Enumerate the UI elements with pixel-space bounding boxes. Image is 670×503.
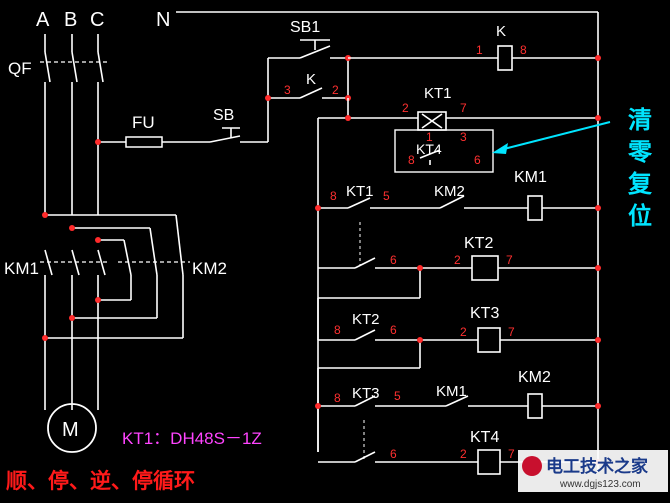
- kt4-terminal-2: 2: [460, 447, 467, 461]
- rung4-terminal-8: 8: [334, 391, 341, 405]
- sb-label: SB: [213, 107, 234, 124]
- kt1-coil: [394, 111, 494, 173]
- terminal-8: 8: [520, 43, 527, 57]
- kt2-terminal-7: 7: [506, 253, 513, 267]
- footer-caption: 顺、停、逆、停循环: [6, 469, 195, 493]
- km1-rung: [315, 195, 601, 221]
- k-coil-rung: [348, 45, 601, 71]
- km1-interlock-label: KM1: [436, 383, 467, 400]
- km2-coil-label: KM2: [518, 369, 551, 386]
- annotation-char-2: 零: [627, 138, 653, 166]
- rung5-terminal-6: 6: [390, 447, 397, 461]
- km1-coil-label: KM1: [514, 169, 547, 186]
- annotation-char-3: 复: [627, 170, 653, 198]
- rung4-terminal-5: 5: [394, 389, 401, 403]
- k-contact-label: K: [306, 71, 316, 88]
- terminal-1: 1: [476, 43, 483, 57]
- kt2-terminal-2: 2: [454, 253, 461, 267]
- phase-b-label: B: [64, 9, 77, 31]
- motor-label: M: [62, 419, 79, 441]
- kt3-contact-label: KT3: [352, 385, 380, 402]
- kt1-coil-label: KT1: [424, 85, 452, 102]
- rung3-terminal-8: 8: [334, 323, 341, 337]
- kt1-terminal-7: 7: [460, 101, 467, 115]
- k-coil-label: K: [496, 23, 506, 40]
- kt1-terminal-3: 3: [460, 130, 467, 144]
- fu-label: FU: [132, 113, 155, 132]
- terminal-2: 2: [332, 83, 339, 97]
- kt2-contact-label: KT2: [352, 311, 380, 328]
- qf-label: QF: [8, 59, 32, 78]
- terminal-3: 3: [284, 83, 291, 97]
- annotation-char-4: 位: [628, 202, 652, 230]
- kt4-coil-label: KT4: [470, 429, 499, 446]
- watermark-url: www.dgjs123.com: [559, 479, 641, 490]
- kt3-rung: [317, 298, 601, 369]
- kt3-terminal-7: 7: [508, 325, 515, 339]
- kt1-contact-label: KT1: [346, 183, 374, 200]
- km2-interlock-label: KM2: [434, 183, 465, 200]
- kt4-terminal-7: 7: [508, 447, 515, 461]
- kt4-reset-label: KT4: [416, 141, 442, 157]
- kt2-rung: [318, 222, 601, 299]
- rung1-terminal-8: 8: [330, 189, 337, 203]
- neutral-line: [176, 11, 599, 472]
- annotation-char-1: 清: [628, 106, 652, 134]
- kt3-terminal-2: 2: [460, 325, 467, 339]
- kt4-terminal-6: 6: [474, 153, 481, 167]
- kt2-coil-label: KT2: [464, 235, 493, 252]
- fuse-fu: [95, 136, 210, 148]
- kt4-terminal-8: 8: [408, 153, 415, 167]
- rung3-terminal-6: 6: [390, 323, 397, 337]
- main-contactors: [40, 212, 190, 410]
- neutral-label: N: [156, 9, 170, 31]
- rung2-terminal-6: 6: [390, 253, 397, 267]
- km2-main-label: KM2: [192, 259, 227, 278]
- sb1-label: SB1: [290, 19, 320, 36]
- stop-button-sb: [209, 98, 269, 143]
- watermark: [518, 450, 668, 492]
- km1-main-label: KM1: [4, 259, 39, 278]
- kt3-coil-label: KT3: [470, 305, 499, 322]
- phase-lines: [40, 34, 108, 215]
- rung1-terminal-5: 5: [383, 189, 390, 203]
- phase-a-label: A: [36, 9, 50, 31]
- watermark-brand: 电工技术之家: [546, 456, 648, 477]
- timer-model-label: KT1：DH48S－1Z: [122, 429, 262, 448]
- motor: [47, 403, 97, 453]
- reset-arrow: [492, 121, 611, 154]
- kt1-terminal-1: 1: [426, 130, 433, 144]
- km2-rung: [315, 368, 601, 452]
- phase-c-label: C: [90, 9, 104, 31]
- kt1-terminal-2: 2: [402, 101, 409, 115]
